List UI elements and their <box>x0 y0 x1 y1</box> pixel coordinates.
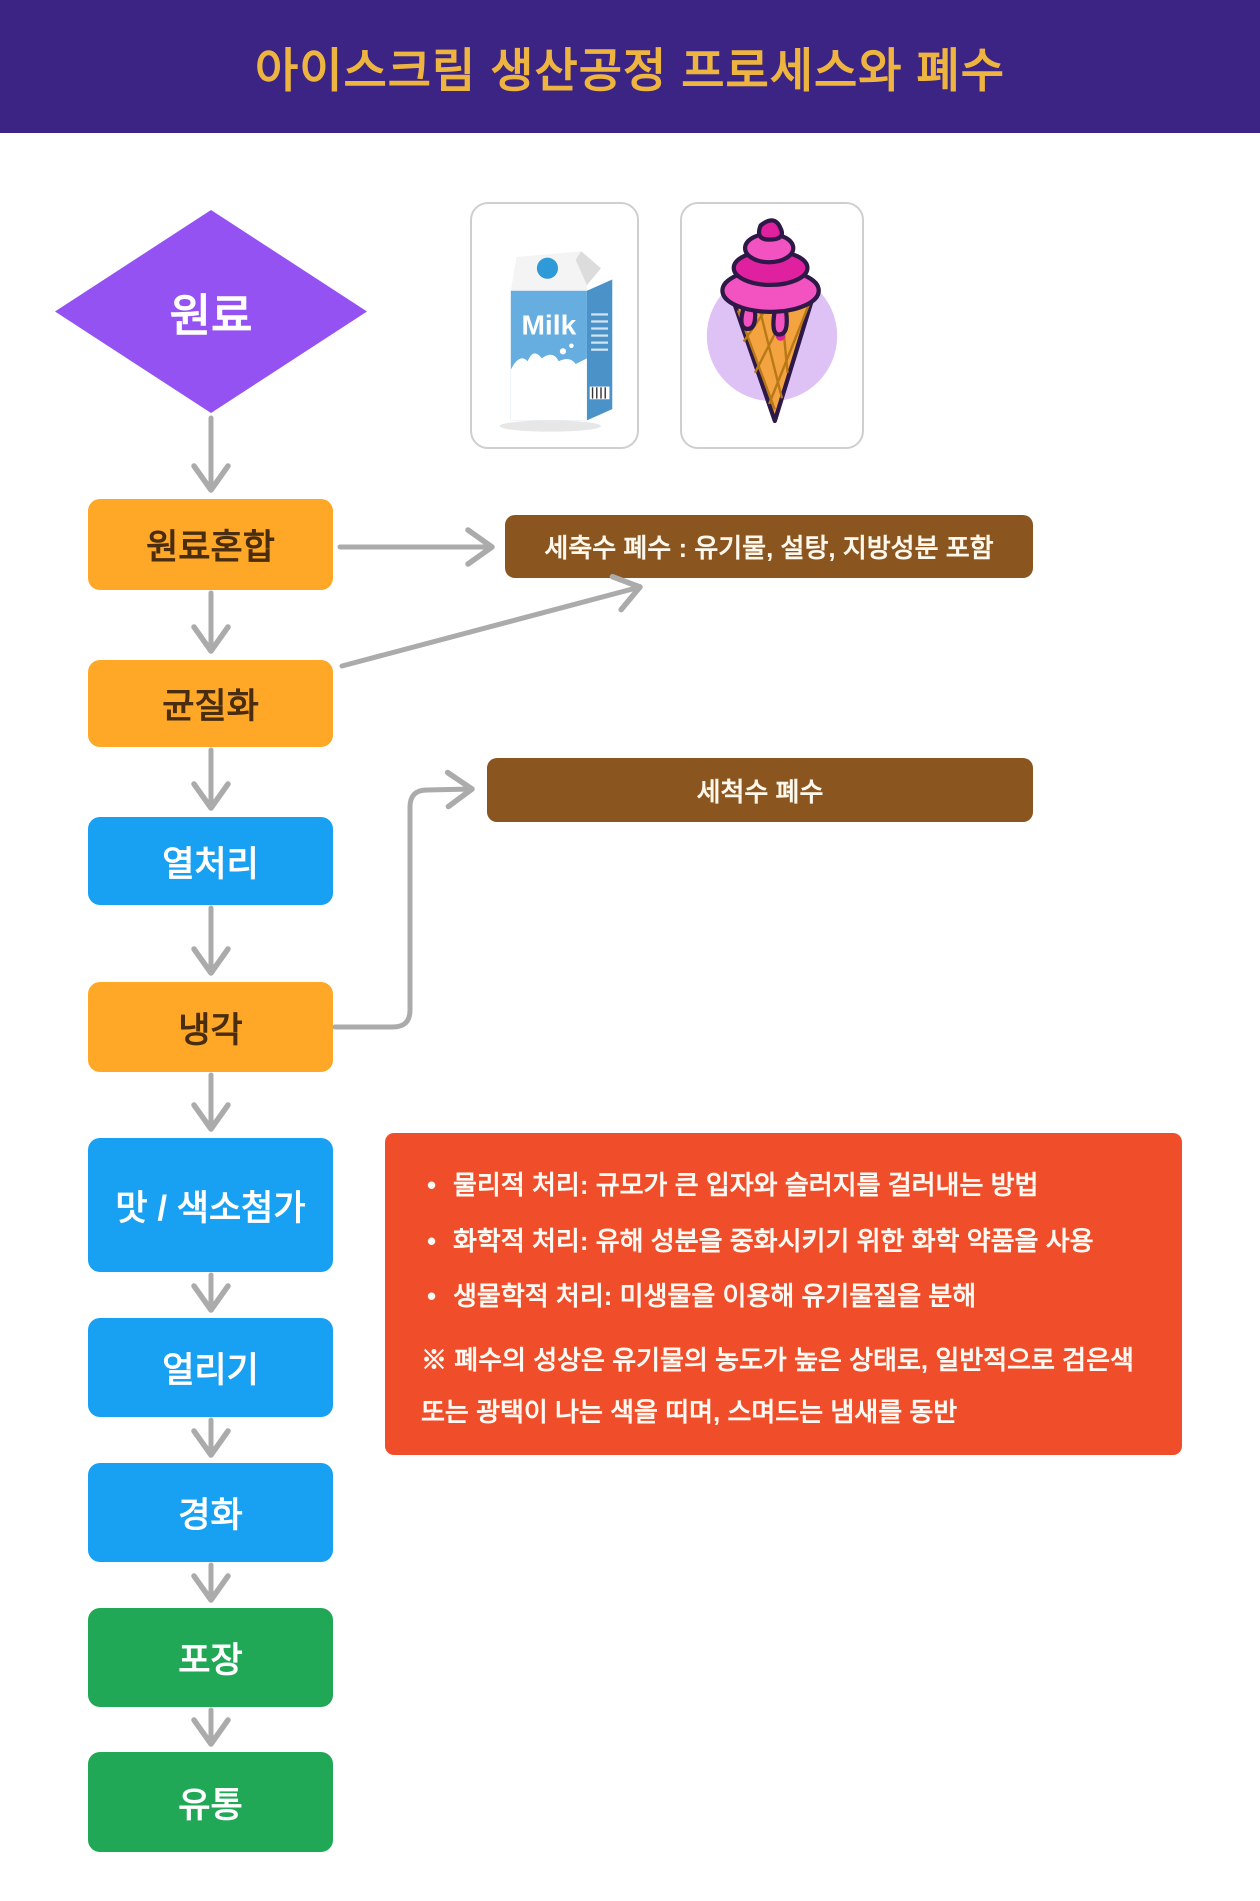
milk-image-card: Milk <box>470 202 639 449</box>
step-heat-treatment: 열처리 <box>88 817 333 905</box>
milk-carton-icon: Milk <box>499 250 613 432</box>
arrow-homogen-to-waste1 <box>339 573 643 669</box>
step-distribution: 유통 <box>88 1752 333 1852</box>
wastewater-note: ※ 폐수의 성상은 유기물의 농도가 높은 상태로, 일반적으로 검은색 또는 … <box>421 1345 1134 1428</box>
step-homogenization: 균질화 <box>88 660 333 747</box>
milk-label: Milk <box>521 308 576 340</box>
step-freezing: 얼리기 <box>88 1318 333 1417</box>
treatment-bullet-physical: 물리적 처리: 규모가 큰 입자와 슬러지를 걸러내는 방법 <box>421 1167 1148 1205</box>
start-node-raw-material: 원료 <box>55 210 367 413</box>
step-packaging: 포장 <box>88 1608 333 1707</box>
treatment-bullet-list: 물리적 처리: 규모가 큰 입자와 슬러지를 걸러내는 방법 화학적 처리: 유… <box>421 1167 1148 1316</box>
waste-box-wash-water-detail: 세축수 폐수 : 유기물, 설탕, 지방성분 포함 <box>505 515 1033 578</box>
treatment-bullet-chemical: 화학적 처리: 유해 성분을 중화시키기 위한 화학 약품을 사용 <box>421 1223 1148 1261</box>
treatment-bullet-biological: 생물학적 처리: 미생물을 이용해 유기물질을 분해 <box>421 1278 1148 1316</box>
step-hardening: 경화 <box>88 1463 333 1562</box>
treatment-info-box: 물리적 처리: 규모가 큰 입자와 슬러지를 걸러내는 방법 화학적 처리: 유… <box>385 1133 1182 1455</box>
step-flavor-color-add: 맛 / 색소첨가 <box>88 1138 333 1272</box>
ice-cream-icon <box>706 217 838 423</box>
waste-box-rinse-water: 세척수 폐수 <box>487 758 1033 822</box>
step-cooling: 냉각 <box>88 982 333 1072</box>
icecream-image-card <box>680 202 864 449</box>
page-title: 아이스크림 생산공정 프로세스와 폐수 <box>254 44 1005 97</box>
arrow-cooling-to-waste2 <box>332 769 475 1030</box>
start-node-label: 원료 <box>169 290 253 341</box>
step-raw-mixing: 원료혼합 <box>88 499 333 590</box>
header: 아이스크림 생산공정 프로세스와 폐수 <box>0 0 1260 133</box>
